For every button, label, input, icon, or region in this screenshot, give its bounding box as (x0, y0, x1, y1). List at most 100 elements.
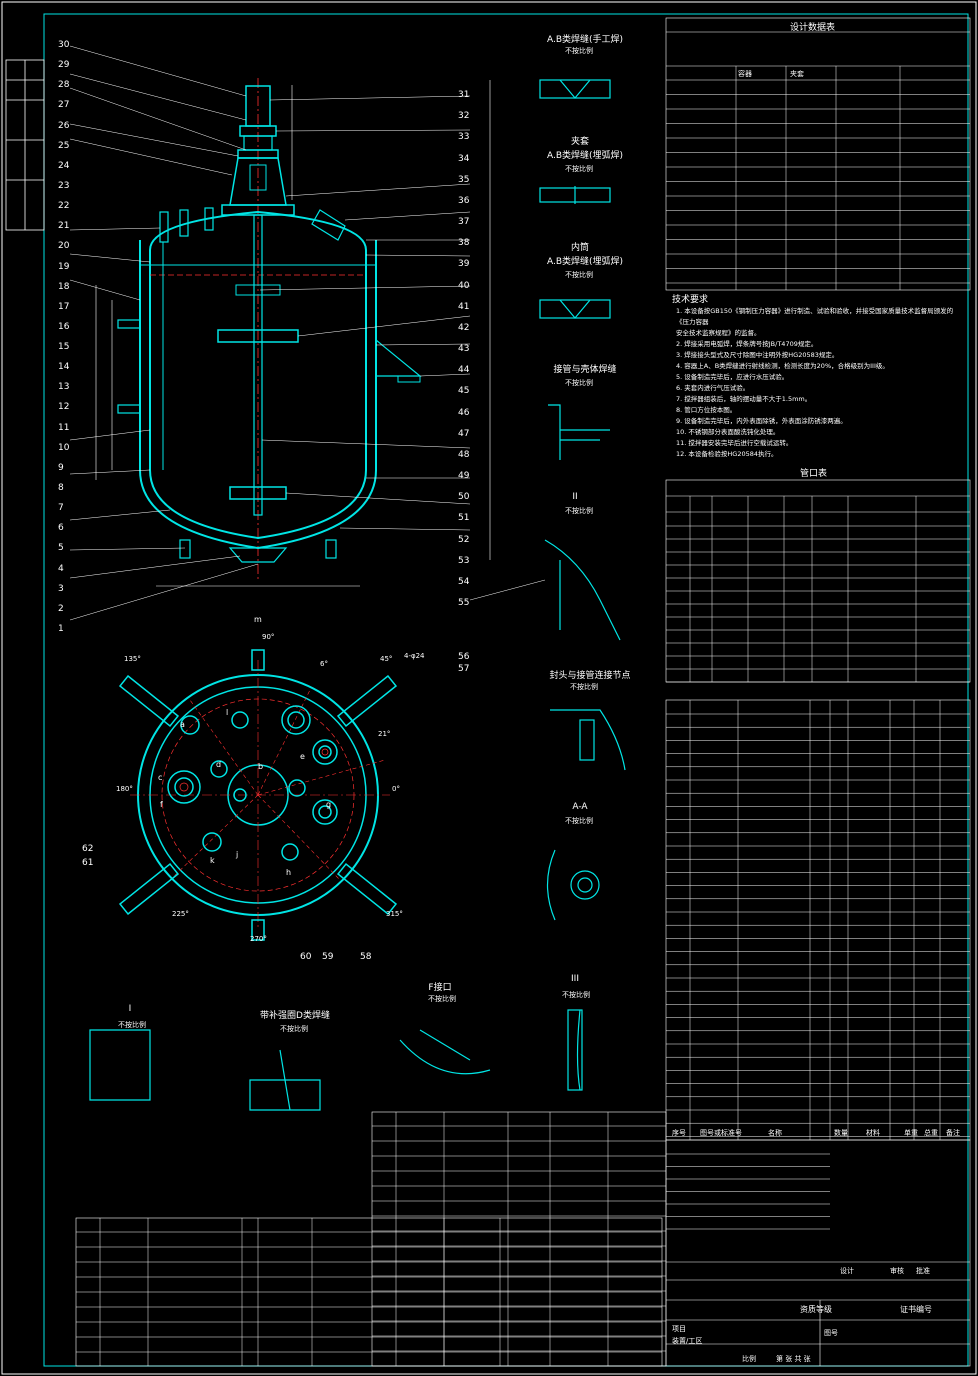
tech-req-line: 12. 本设备检验按HG20584执行。 (676, 450, 778, 458)
plan-nozzle-letter: f (160, 800, 163, 809)
bom-h-total: 总重 (924, 1129, 938, 1137)
elevation-right-callout: 45 (458, 386, 470, 397)
tb-design: 设计 (840, 1267, 854, 1275)
plan-angle-label: 21° (378, 730, 391, 738)
section-i: I (128, 1004, 132, 1014)
section-ring-weld-scale: 不按比例 (280, 1025, 308, 1033)
plan-nozzle-letter: d (216, 760, 222, 769)
elevation-left-callout: 23 (58, 180, 70, 191)
section-f-port: F接口 (428, 983, 452, 993)
bom-h-mat: 材料 (866, 1129, 880, 1137)
elevation-right-callout: 49 (458, 471, 470, 481)
plan-ref-label: 61 (82, 858, 94, 868)
section-head-pipe-scale: 不按比例 (570, 683, 598, 691)
table-grids (75, 17, 971, 1367)
tb-cert: 证书编号 (900, 1305, 932, 1314)
section-aa-scale: 不按比例 (565, 817, 593, 825)
section-pipe-weld: 接管与壳体焊缝 (553, 365, 617, 375)
elevation-left-callout: 22 (58, 201, 70, 212)
elevation-left-callout: 11 (58, 422, 70, 433)
tech-req-line: 9. 设备制造完毕后，内外表面除锈，外表面涂防锈漆两遍。 (676, 417, 847, 425)
section-pipe-weld-scale: 不按比例 (565, 379, 593, 387)
elevation-left-callout: 26 (58, 120, 70, 131)
tech-req-line: 2. 焊接采用电弧焊，焊条牌号按JB/T4709规定。 (676, 340, 818, 348)
bom-h-remark: 备注 (946, 1129, 960, 1137)
elevation-right-callout: 38 (458, 238, 470, 249)
elevation-left-callout: 7 (58, 503, 64, 514)
section-iii: III (571, 974, 579, 984)
section-aa: A-A (572, 802, 588, 812)
inner-shell (149, 210, 367, 540)
elevation-right-callout: 51 (458, 513, 470, 524)
plan-ref-label: 58 (360, 952, 372, 962)
plan-ref-label: 56 (458, 652, 470, 662)
bom-h-std: 图号或标准号 (700, 1129, 742, 1137)
design-table-title: 设计数据表 (790, 23, 836, 33)
plan-angle-label: 225° (172, 910, 189, 918)
section-f-port-scale: 不按比例 (428, 995, 456, 1003)
elevation-left-callout: 17 (58, 301, 70, 312)
elevation-right-callout: 40 (458, 280, 470, 291)
elevation-right-callout: 43 (458, 344, 470, 354)
elevation-right-callout: 41 (458, 301, 470, 312)
tb-stage: 资质等级 (800, 1305, 832, 1314)
plan-angle-label: 315° (386, 910, 403, 918)
plan-angle-label: 135° (124, 655, 141, 663)
tech-req-line: 5. 设备制造完毕后，应进行水压试验。 (676, 373, 789, 381)
elevation-right-callout: 48 (458, 449, 470, 460)
elevation-left-callout: 19 (58, 261, 70, 272)
design-table-col-vessel: 容器 (738, 70, 752, 78)
tech-req-line: 1. 本设备按GB150《钢制压力容器》进行制造、试验和验收，并接受国家质量技术… (676, 307, 954, 326)
tech-req-line: 安全技术监察规程》的监督。 (676, 329, 761, 337)
elevation-left-callout: 30 (58, 40, 70, 50)
tb-project: 项目 (672, 1325, 686, 1333)
elevation-right-callout: 53 (458, 555, 470, 566)
binding-strip (5, 59, 45, 231)
plan-nozzle-letter: c (158, 773, 163, 782)
vessel-plan-view (118, 649, 398, 941)
tech-req-line: 11. 搅拌器安装完毕后进行空载试运转。 (676, 439, 793, 447)
elevation-left-callout: 10 (58, 442, 70, 453)
elevation-left-callout: 3 (58, 583, 64, 594)
plan-angle-label: 90° (262, 633, 275, 641)
section-jacket: 夹套 (570, 137, 589, 147)
elevation-right-callout: 50 (458, 492, 470, 503)
bom-h-no: 序号 (672, 1129, 686, 1137)
tech-req-line: 7. 搅拌器组装后，轴的摆动量不大于1.5mm。 (676, 395, 812, 403)
elevation-right-callout: 32 (458, 111, 470, 122)
agitator-shaft (253, 214, 263, 516)
vessel-elevation (69, 45, 546, 621)
bom-h-qty: 数量 (834, 1129, 848, 1137)
section-detail-ii-scale: 不按比例 (565, 507, 593, 515)
section-iii-scale: 不按比例 (562, 991, 590, 999)
elevation-left-callout: 20 (58, 241, 70, 252)
plan-angle-label: 6° (320, 660, 328, 668)
elevation-left-callout: 25 (58, 140, 70, 151)
elevation-left-callout: 15 (58, 342, 70, 353)
tb-check: 审核 (890, 1267, 904, 1275)
elevation-right-callout: 33 (458, 132, 470, 143)
tb-sheet: 第 张 共 张 (776, 1355, 811, 1363)
plan-nozzle-letter: k (210, 856, 215, 865)
tb-approve: 批准 (916, 1267, 930, 1275)
plan-angle-label: 45° (380, 655, 393, 663)
section-i-scale: 不按比例 (118, 1021, 146, 1029)
elevation-left-callout: 21 (58, 221, 70, 232)
elevation-right-callout: 47 (458, 428, 470, 439)
plan-angle-label: 270° (250, 935, 267, 943)
elevation-left-callout: 1 (58, 624, 64, 634)
tb-part: 装置/工区 (672, 1337, 703, 1345)
plan-nozzle-letter: j (236, 850, 239, 859)
elevation-right-callout: 37 (458, 217, 470, 227)
section-weld-a: A.B类焊缝(手工焊) (546, 35, 624, 45)
plan-angle-label: 180° (116, 785, 133, 793)
plan-ref-label: 57 (458, 664, 470, 674)
table-row-lines (76, 66, 970, 1367)
plan-nozzle-letter: e (300, 752, 305, 761)
section-ring-weld: 带补强圈D类焊缝 (260, 1011, 330, 1021)
tech-req-notes: 1. 本设备按GB150《钢制压力容器》进行制造、试验和验收，并接受国家质量技术… (676, 306, 966, 460)
detail-sketches (89, 79, 626, 1111)
elevation-right-callout: 35 (458, 174, 470, 185)
plan-ref-label: 60 (300, 952, 312, 962)
section-weld-b-scale: 不按比例 (565, 165, 593, 173)
